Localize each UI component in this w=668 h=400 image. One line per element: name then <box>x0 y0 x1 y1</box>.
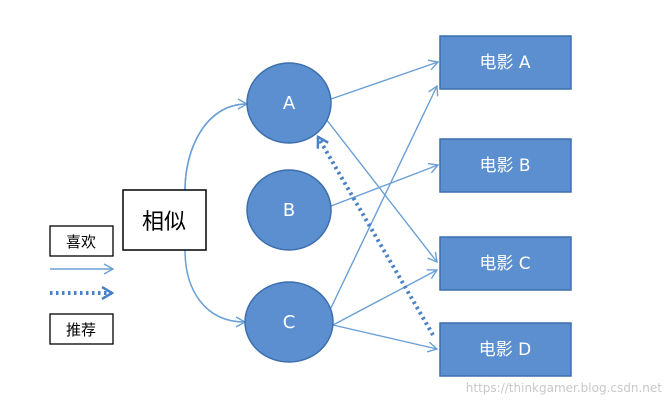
movie-box-c: 电影 C <box>439 236 572 291</box>
similar-link-a <box>184 103 248 191</box>
edge-b-movie-b <box>330 162 440 207</box>
user-node-a: A <box>246 62 332 144</box>
edge-a-movie-a <box>330 59 440 100</box>
legend-like-label: 喜欢 <box>66 233 96 251</box>
edge-c-movie-c <box>332 269 439 326</box>
user-c-label: C <box>283 312 296 333</box>
legend-like: 喜欢 <box>49 225 114 257</box>
legend-recommend-label: 推荐 <box>66 321 96 339</box>
movie-a-label: 电影 A <box>479 53 530 73</box>
user-b-label: B <box>283 200 295 221</box>
similar-link-a-arrow <box>184 98 249 191</box>
user-a-label: A <box>283 93 296 114</box>
movie-c-label: 电影 C <box>479 254 530 274</box>
similar-link-c-arrow <box>184 249 247 328</box>
edge-c-movie-d <box>332 324 439 353</box>
legend: 喜欢 推荐 <box>49 225 115 345</box>
watermark-text: https://thinkgamer.blog.csdn.net <box>466 381 663 395</box>
similar-box: 相似 <box>122 189 207 251</box>
movie-box-d: 电影 D <box>439 322 572 377</box>
like-edges <box>325 59 440 353</box>
movie-box-a: 电影 A <box>439 35 572 90</box>
edge-c-movie-a <box>328 84 439 313</box>
user-node-c: C <box>244 281 334 363</box>
movie-box-b: 电影 B <box>439 138 572 193</box>
legend-recommend: 推荐 <box>49 313 114 345</box>
edge-a-movie-c <box>325 118 438 264</box>
movie-b-label: 电影 B <box>479 156 530 176</box>
user-node-b: B <box>246 169 332 251</box>
movie-d-label: 电影 D <box>479 340 532 360</box>
similar-label: 相似 <box>142 210 186 235</box>
recommend-edge <box>316 137 435 337</box>
